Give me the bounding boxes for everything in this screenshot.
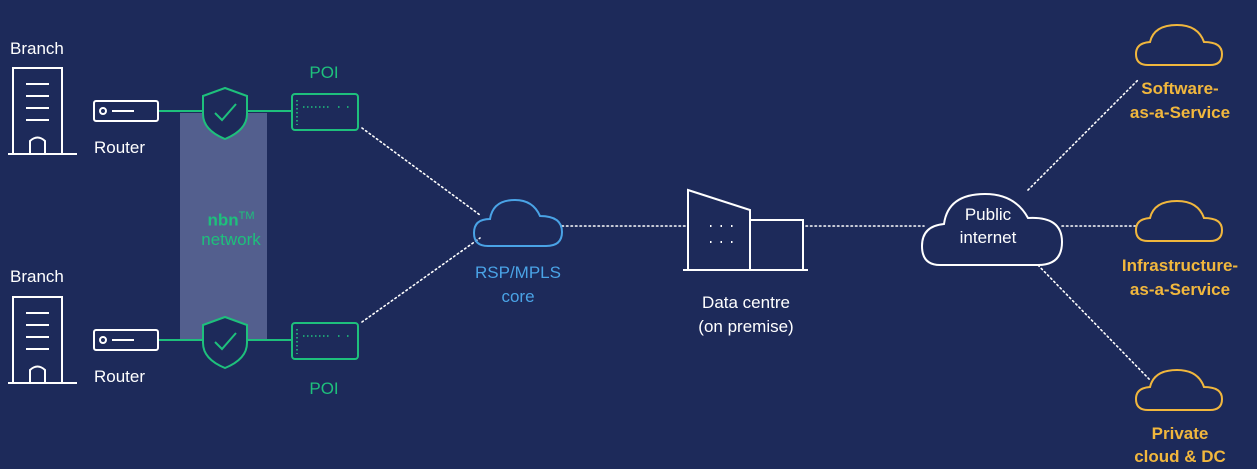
branch-building-icon <box>8 296 77 384</box>
poi-switch-icon <box>291 93 359 131</box>
nbn-network-band <box>180 113 267 339</box>
branch-bottom-label: Branch <box>10 267 64 286</box>
router-icon <box>93 329 159 351</box>
branch-building-icon <box>8 67 77 155</box>
private-cloud-line2: cloud & DC <box>1134 447 1226 466</box>
private-cloud-line1: Private <box>1151 424 1209 443</box>
shield-check-icon <box>202 315 248 370</box>
nbn-trademark: TM <box>238 210 255 222</box>
nbn-network-label: network <box>201 230 261 249</box>
router-icon <box>93 100 159 122</box>
shield-check-icon <box>202 86 248 141</box>
poi-bottom-label: POI <box>309 379 339 398</box>
data-centre-building-icon <box>683 188 808 271</box>
dotted-links <box>361 79 1151 381</box>
public-internet-cloud-icon <box>920 192 1064 266</box>
rsp-core-line2: core <box>501 287 535 306</box>
iaas-cloud-icon <box>1134 199 1224 242</box>
router-bottom-label: Router <box>94 367 146 386</box>
poi-switch-icon <box>291 322 359 360</box>
rsp-core-cloud-icon <box>472 198 564 247</box>
poi-bottom-to-core-line <box>361 237 481 323</box>
poi-top-to-core-line <box>361 127 481 216</box>
iaas-line1: Infrastructure- <box>1121 256 1239 275</box>
nbn-brand: nbn <box>207 210 239 230</box>
data-centre-line1: Data centre <box>702 293 790 312</box>
nbn-label: nbnTM <box>207 205 254 232</box>
poi-top-label: POI <box>309 63 339 82</box>
internet-to-private-line <box>1034 261 1151 381</box>
saas-line2: as-a-Service <box>1129 103 1231 122</box>
saas-cloud-icon <box>1134 23 1224 66</box>
router-top-label: Router <box>94 138 146 157</box>
private-cloud-icon <box>1134 368 1224 411</box>
branch-top-label: Branch <box>10 39 64 58</box>
data-centre-line2: (on premise) <box>698 317 794 336</box>
internet-to-saas-line <box>1027 79 1139 191</box>
public-internet-line1: Public <box>964 205 1012 224</box>
public-internet-line2: internet <box>959 228 1017 247</box>
rsp-core-line1: RSP/MPLS <box>475 263 561 282</box>
iaas-line2: as-a-Service <box>1129 280 1231 299</box>
saas-line1: Software- <box>1141 79 1219 98</box>
